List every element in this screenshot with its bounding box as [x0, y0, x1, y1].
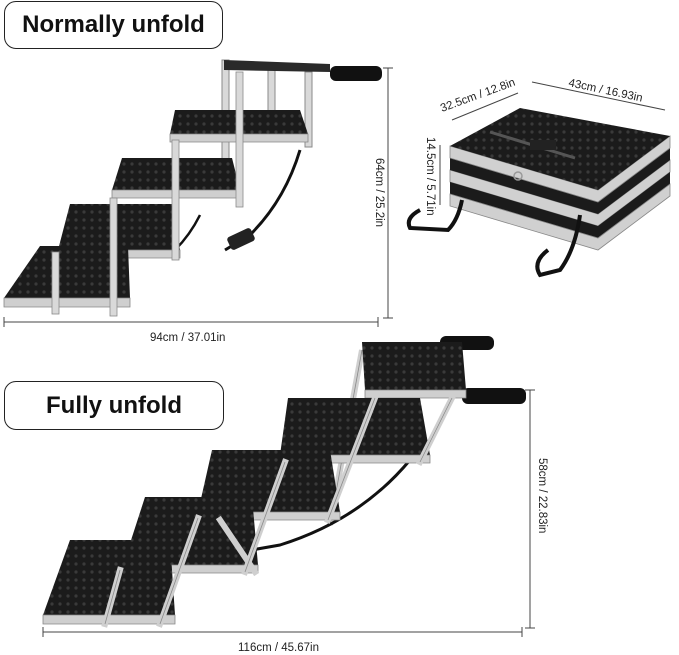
full-stairs-illustration [42, 336, 526, 628]
folded-width-dimension: 32.5cm / 12.8in [439, 77, 519, 121]
normal-length-dimension: 94cm / 37.01in [3, 317, 379, 344]
folded-thickness-dimension: 14.5cm / 5.71in [424, 137, 441, 216]
fully-unfold-title: Fully unfold [46, 391, 182, 419]
folded-length-label: 43cm / 16.93in [567, 77, 643, 104]
full-length-label: 116cm / 45.67in [238, 642, 319, 654]
normally-unfold-label: Normally unfold [4, 1, 223, 49]
folded-thickness-label: 14.5cm / 5.71in [424, 137, 436, 216]
fully-unfold-label: Fully unfold [4, 381, 224, 430]
normal-length-label: 94cm / 37.01in [150, 332, 225, 344]
folded-length-dimension: 43cm / 16.93in [531, 77, 666, 111]
normal-height-label: 64cm / 25.2in [373, 158, 385, 227]
normal-height-dimension: 64cm / 25.2in [373, 67, 393, 319]
normally-unfold-title: Normally unfold [22, 11, 205, 38]
normal-stairs-illustration [3, 59, 382, 317]
full-length-dimension: 116cm / 45.67in [42, 627, 523, 654]
full-height-label: 58cm / 22.83in [536, 458, 548, 533]
folded-stairs-illustration [406, 108, 671, 278]
full-height-dimension: 58cm / 22.83in [525, 389, 548, 629]
